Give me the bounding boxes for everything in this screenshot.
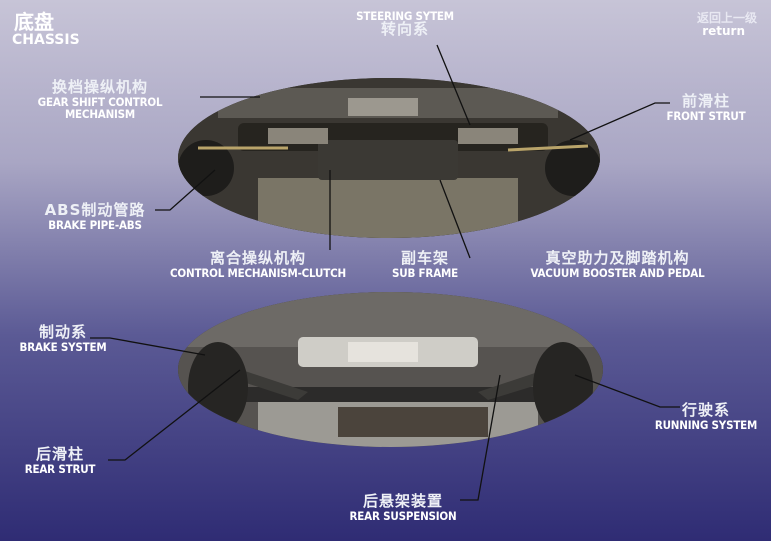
label-clutch-en: CONTROL MECHANISM-CLUTCH [170, 265, 346, 280]
leader-running [574, 374, 680, 408]
leader-brake-pipe [155, 169, 216, 211]
label-rear-suspension[interactable]: 后悬架装置 REAR SUSPENSION [342, 492, 464, 523]
label-vacuum-booster[interactable]: 真空助力及脚踏机构 VACUUM BOOSTER AND PEDAL [525, 249, 710, 280]
label-running-cn: 行驶系 [681, 401, 730, 419]
label-steering-en: STEERING SYTEM [356, 9, 454, 23]
return-link-cn[interactable]: 返回上一级 [696, 11, 757, 25]
label-running-system[interactable]: 行驶系 RUNNING SYSTEM [650, 401, 762, 432]
label-subframe[interactable]: 副车架 SUB FRAME [385, 249, 465, 280]
label-subframe-en: SUB FRAME [392, 265, 458, 280]
label-rear-strut-cn: 后滑柱 [35, 445, 84, 463]
label-rear-susp-en: REAR SUSPENSION [349, 508, 457, 523]
label-rear-strut-en: REAR STRUT [24, 461, 96, 476]
return-link[interactable]: return [702, 24, 745, 38]
label-rear-strut[interactable]: 后滑柱 REAR STRUT [18, 445, 102, 476]
label-front-strut-cn: 前滑柱 [681, 92, 730, 110]
label-brake-pipe-cn: ABS制动管路 [44, 201, 146, 219]
label-vacuum-en: VACUUM BOOSTER AND PEDAL [530, 265, 705, 280]
label-front-strut[interactable]: 前滑柱 FRONT STRUT [660, 92, 752, 123]
label-brake-system-en: BRAKE SYSTEM [19, 339, 107, 354]
label-brake-pipe[interactable]: ABS制动管路 BRAKE PIPE-ABS [34, 201, 156, 232]
label-vacuum-cn: 真空助力及脚踏机构 [545, 249, 690, 267]
label-front-strut-en: FRONT STRUT [666, 108, 746, 123]
leader-brake-system [90, 337, 206, 356]
leader-subframe [439, 179, 471, 259]
front-chassis-illustration [178, 78, 600, 238]
label-clutch-cn: 离合操纵机构 [209, 249, 306, 267]
leader-rear-strut [108, 369, 241, 461]
label-gear-cn: 换档操纵机构 [51, 78, 148, 96]
label-brake-system-cn: 制动系 [38, 323, 87, 341]
label-gear-en: GEAR SHIFT CONTROL MECHANISM [37, 94, 163, 121]
label-clutch[interactable]: 离合操纵机构 CONTROL MECHANISM-CLUTCH [168, 249, 348, 280]
label-subframe-cn: 副车架 [400, 249, 449, 267]
label-rear-susp-cn: 后悬架装置 [362, 492, 443, 510]
rear-chassis-photo [178, 292, 603, 447]
page-title-cn: 底盘 [14, 10, 54, 34]
label-steering-system[interactable]: STEERING SYTEM 转向系 [340, 10, 470, 38]
front-chassis-photo [178, 78, 600, 238]
label-steering-cn: 转向系 [380, 20, 429, 39]
page-title-en: CHASSIS [12, 32, 80, 48]
label-brake-system[interactable]: 制动系 BRAKE SYSTEM [14, 323, 112, 354]
leader-rear-suspension [460, 374, 501, 501]
label-running-en: RUNNING SYSTEM [654, 417, 758, 432]
leader-front-strut [569, 102, 670, 141]
leader-steering [436, 44, 471, 126]
label-brake-pipe-en: BRAKE PIPE-ABS [48, 217, 142, 232]
label-gear-shift[interactable]: 换档操纵机构 GEAR SHIFT CONTROL MECHANISM [2, 78, 198, 121]
